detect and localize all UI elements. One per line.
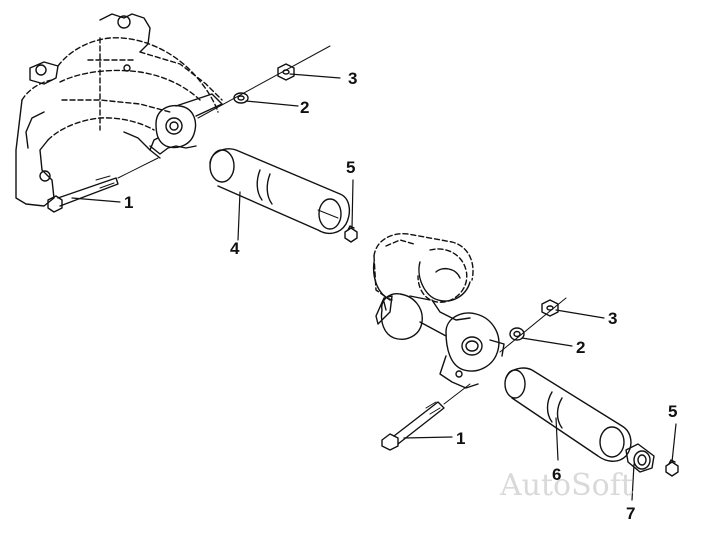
leader-line-6	[555, 417, 559, 461]
upper-grease-fitting	[344, 225, 358, 243]
upper-bolt	[47, 157, 159, 213]
leader-line-2-bottom	[521, 337, 573, 347]
leader-line-7	[631, 463, 635, 501]
callout-1-top: 1	[124, 193, 134, 212]
callout-4: 4	[230, 239, 240, 258]
upper-nut	[277, 63, 295, 81]
upper-bracket-housing	[15, 13, 223, 207]
lower-bolt	[381, 383, 471, 451]
leader-line-5-top	[351, 179, 354, 229]
upper-pin	[209, 148, 351, 235]
callout-1-bottom: 1	[456, 429, 466, 448]
lower-bolt-axis-line	[499, 297, 567, 353]
callout-2-bottom: 2	[576, 338, 586, 357]
callout-5-top: 5	[346, 158, 356, 177]
lower-shackle	[372, 233, 505, 389]
lower-nut	[541, 299, 559, 317]
callout-3-top: 3	[348, 69, 358, 88]
leader-line-3-bottom	[555, 309, 605, 319]
watermark: AutoSoft	[500, 468, 633, 503]
callout-6: 6	[552, 465, 562, 484]
callout-5-bottom: 5	[668, 402, 678, 421]
leader-line-4	[237, 191, 241, 241]
upper-bolt-axis-line	[197, 45, 331, 119]
leader-line-5-bottom	[671, 423, 677, 463]
leader-line-3-top	[289, 73, 341, 79]
lower-washer	[509, 327, 525, 341]
leader-line-2-top	[245, 100, 299, 107]
callout-2-top: 2	[300, 98, 310, 117]
lower-pin	[504, 367, 632, 462]
leader-lines	[71, 73, 677, 501]
leader-line-1-bottom	[403, 436, 453, 439]
callout-3-bottom: 3	[608, 309, 618, 328]
leader-line-1-top	[71, 197, 121, 203]
callout-7: 7	[626, 504, 636, 523]
bushing	[625, 443, 655, 473]
